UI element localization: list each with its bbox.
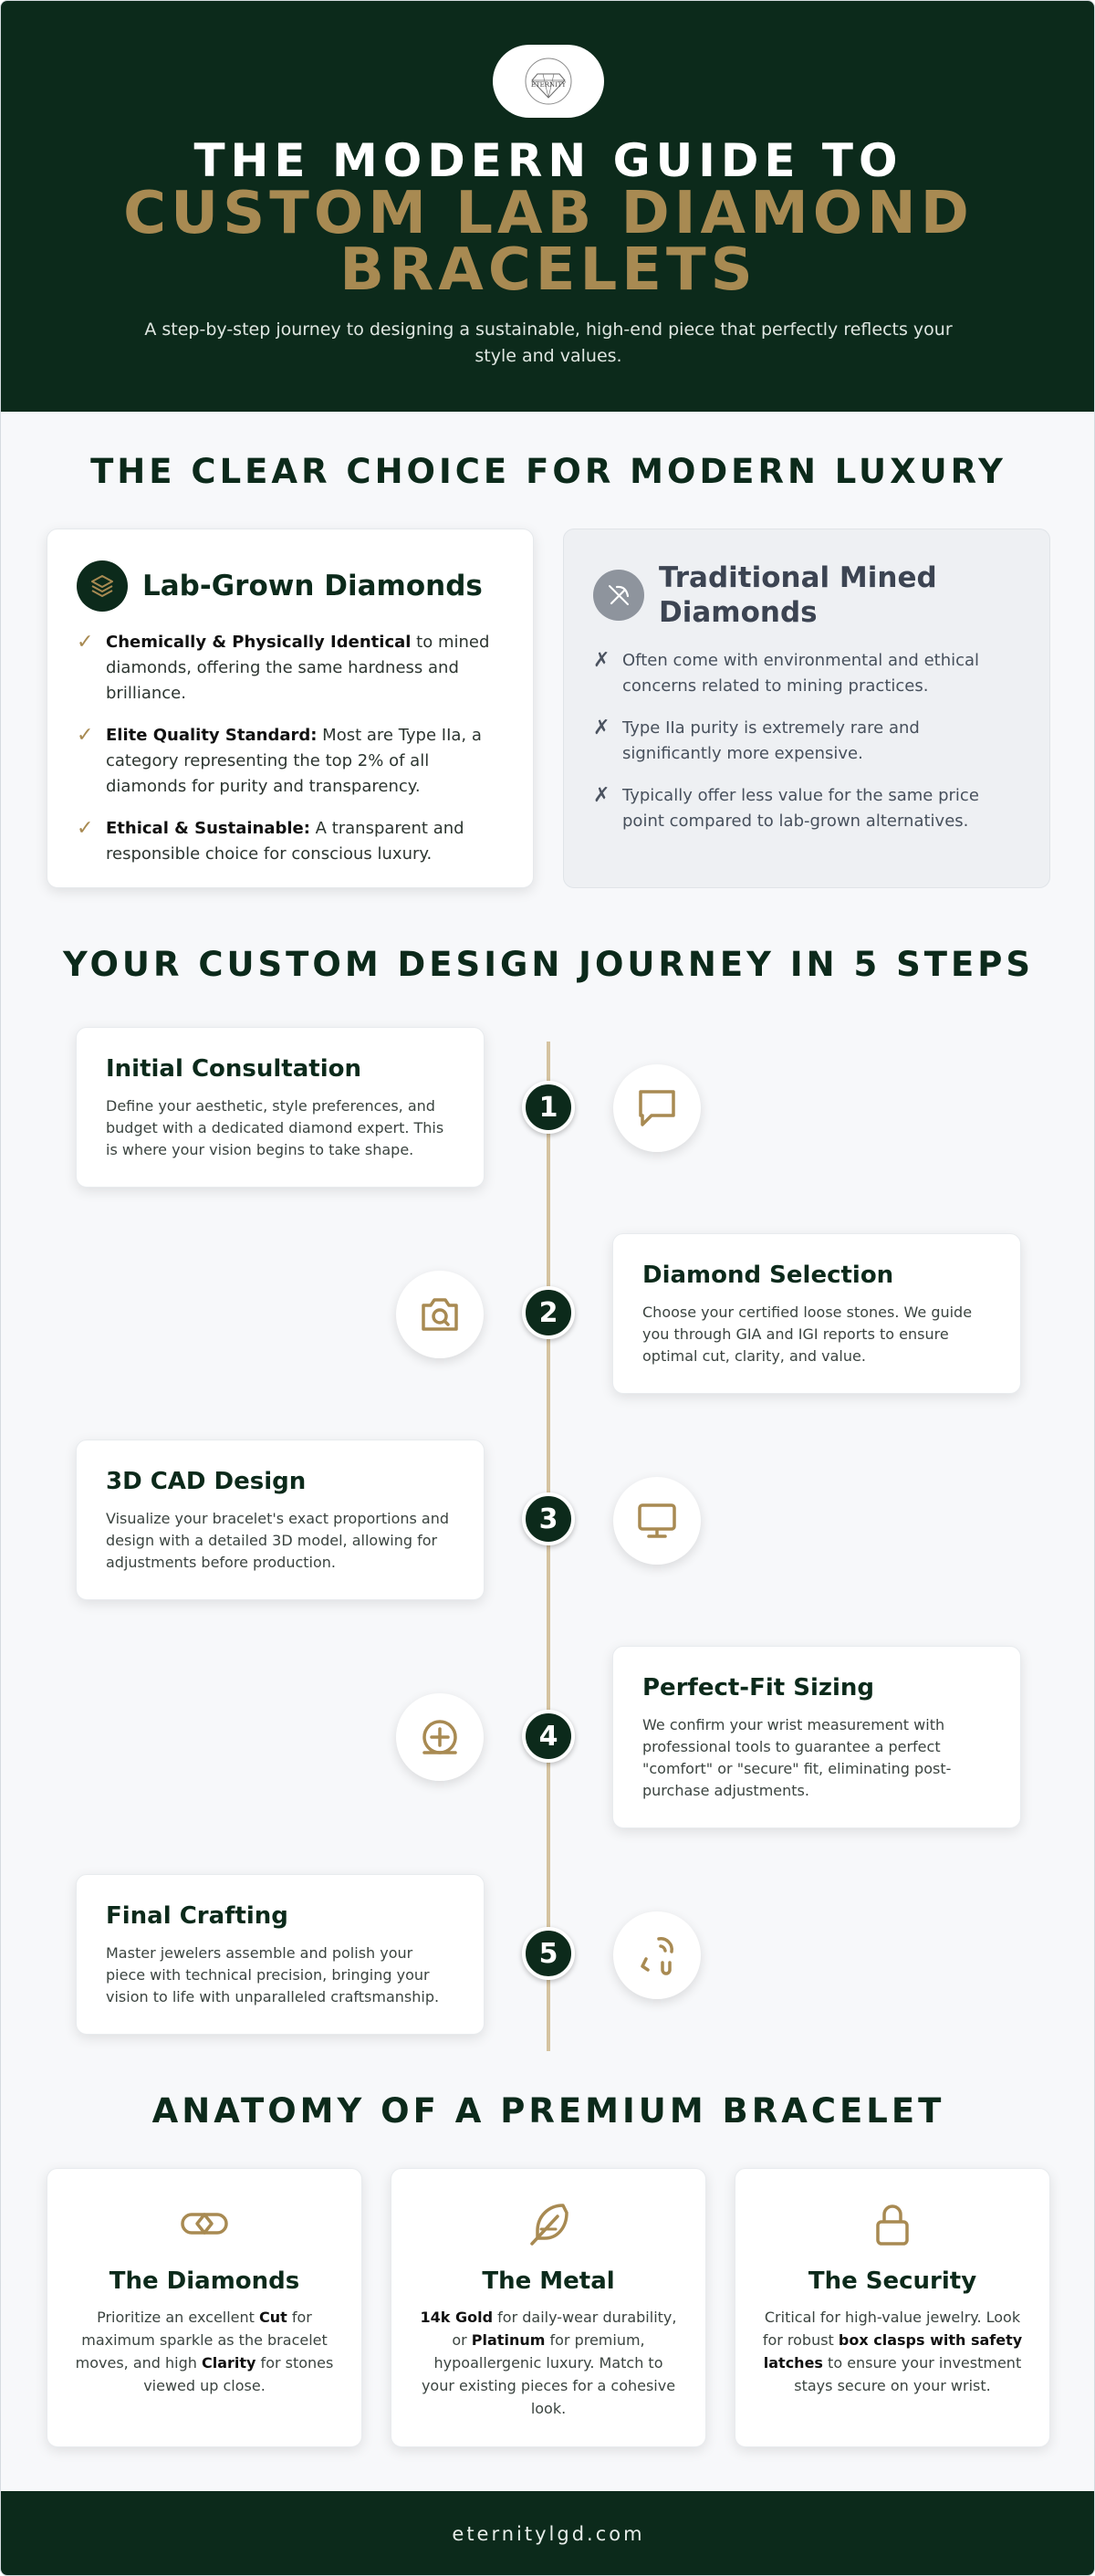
comparison-item: ✗ Type IIa purity is extremely rare and s… xyxy=(593,716,1020,767)
anatomy-title-text: The Metal xyxy=(482,2267,615,2295)
lab-grown-title: Lab-Grown Diamonds xyxy=(142,570,483,602)
comparison-item: ✗ Typically offer less value for the same… xyxy=(593,783,1020,834)
step-title: Initial Consultation xyxy=(106,1055,361,1083)
comparison-item: ✓ Ethical & Sustainable: A transparent an… xyxy=(77,816,504,867)
journey-title: YOUR CUSTOM DESIGN JOURNEY IN 5 STEPS xyxy=(62,945,1035,984)
step-card-4: Perfect-Fit Sizing We confirm your wrist… xyxy=(612,1646,1021,1828)
step-card-1: Initial Consultation Define your aesthet… xyxy=(76,1027,485,1188)
step-number-4: 4 xyxy=(522,1710,575,1763)
traditional-list: ✗ Often come with environmental and ethic… xyxy=(593,648,1020,834)
hero-header: ETERNITY THE MODERN GUIDE TO CUSTOM LAB … xyxy=(1,1,1094,412)
step-card-2: Diamond Selection Choose your certified … xyxy=(612,1233,1021,1394)
step-card-5: Final Crafting Master jewelers assemble … xyxy=(76,1874,485,2035)
diamond-link-icon xyxy=(181,2213,228,2235)
footer: eternitylgd.com xyxy=(1,2491,1094,2575)
cross-icon: ✗ xyxy=(593,717,610,739)
step-description: Choose your certified loose stones. We g… xyxy=(642,1304,973,1365)
diamond-logo-icon: ETERNITY xyxy=(525,58,572,105)
cross-icon: ✗ xyxy=(593,649,610,672)
step-number-2: 2 xyxy=(522,1286,575,1339)
feather-icon xyxy=(530,2204,568,2246)
anatomy-title: ANATOMY OF A PREMIUM BRACELET xyxy=(151,2091,945,2131)
cross-icon: ✗ xyxy=(593,784,610,807)
step-title: Final Crafting xyxy=(106,1902,288,1930)
monitor-icon xyxy=(613,1477,701,1565)
brand-logo[interactable]: ETERNITY xyxy=(493,45,604,118)
step-title: 3D CAD Design xyxy=(106,1468,307,1495)
anatomy-description: 14k Gold for daily-wear durability, or P… xyxy=(420,2309,677,2417)
step-title: Perfect-Fit Sizing xyxy=(642,1674,875,1702)
check-icon: ✓ xyxy=(77,724,94,747)
step-description: We confirm your wrist measurement with p… xyxy=(642,1716,952,1799)
anatomy-card-diamonds: The Diamonds Prioritize an excellent Cut… xyxy=(47,2168,362,2447)
pickaxe-icon xyxy=(593,570,644,621)
lab-grown-list: ✓ Chemically & Physically Identical to mi… xyxy=(77,630,504,867)
layers-icon xyxy=(77,560,128,612)
anatomy-title-text: The Security xyxy=(808,2267,977,2295)
anatomy-card-metal: The Metal 14k Gold for daily-wear durabi… xyxy=(391,2168,706,2447)
anatomy-description: Prioritize an excellent Cut for maximum … xyxy=(75,2309,334,2394)
comparison-item: ✓ Elite Quality Standard: Most are Type I… xyxy=(77,723,504,800)
comparison-item-text: Chemically & Physically Identical to min… xyxy=(106,633,490,703)
step-description: Visualize your bracelet's exact proporti… xyxy=(106,1510,450,1571)
comparison-item-text: Ethical & Sustainable: A transparent and… xyxy=(106,819,464,864)
lab-grown-card: Lab-Grown Diamonds ✓ Chemically & Physica… xyxy=(47,529,534,888)
hero-subtitle: A step-by-step journey to designing a su… xyxy=(144,319,953,366)
tools-icon xyxy=(613,1911,701,1999)
step-description: Master jewelers assemble and polish your… xyxy=(106,1944,440,2005)
step-number-1: 1 xyxy=(522,1081,575,1134)
traditional-title: Traditional Mined Diamonds xyxy=(659,561,937,629)
traditional-card: Traditional Mined Diamonds ✗ Often come w… xyxy=(563,529,1050,888)
hero-title-line2: CUSTOM LAB DIAMOND BRACELETS xyxy=(123,180,974,304)
footer-url-link[interactable]: eternitylgd.com xyxy=(452,2523,645,2545)
comparison-item-text: Type IIa purity is extremely rare and si… xyxy=(622,718,920,763)
comparison-item-text: Elite Quality Standard: Most are Type II… xyxy=(106,726,482,796)
step-title: Diamond Selection xyxy=(642,1262,894,1289)
camera-search-icon xyxy=(396,1271,484,1358)
comparison-item: ✓ Chemically & Physically Identical to mi… xyxy=(77,630,504,707)
comparison-item-text: Typically offer less value for the same … xyxy=(622,786,979,831)
chat-icon xyxy=(613,1064,701,1152)
comparison-item-text: Often come with environmental and ethica… xyxy=(622,651,980,696)
comparison-title: THE CLEAR CHOICE FOR MODERN LUXURY xyxy=(90,452,1006,491)
step-card-3: 3D CAD Design Visualize your bracelet's … xyxy=(76,1440,485,1600)
logo-wordmark: ETERNITY xyxy=(531,81,567,89)
hero-title-line1: THE MODERN GUIDE TO xyxy=(193,134,903,187)
anatomy-title-text: The Diamonds xyxy=(109,2267,300,2295)
timeline-line xyxy=(547,1042,550,2051)
step-number-3: 3 xyxy=(522,1492,575,1545)
check-icon: ✓ xyxy=(77,817,94,840)
step-description: Define your aesthetic, style preferences… xyxy=(106,1097,444,1158)
step-number-5: 5 xyxy=(522,1927,575,1980)
anatomy-description: Critical for high-value jewelry. Look fo… xyxy=(762,2309,1023,2394)
anatomy-card-security: The Security Critical for high-value jew… xyxy=(735,2168,1050,2447)
comparison-item: ✗ Often come with environmental and ethic… xyxy=(593,648,1020,699)
lock-icon xyxy=(876,2204,909,2246)
measure-icon xyxy=(396,1693,484,1781)
check-icon: ✓ xyxy=(77,631,94,654)
